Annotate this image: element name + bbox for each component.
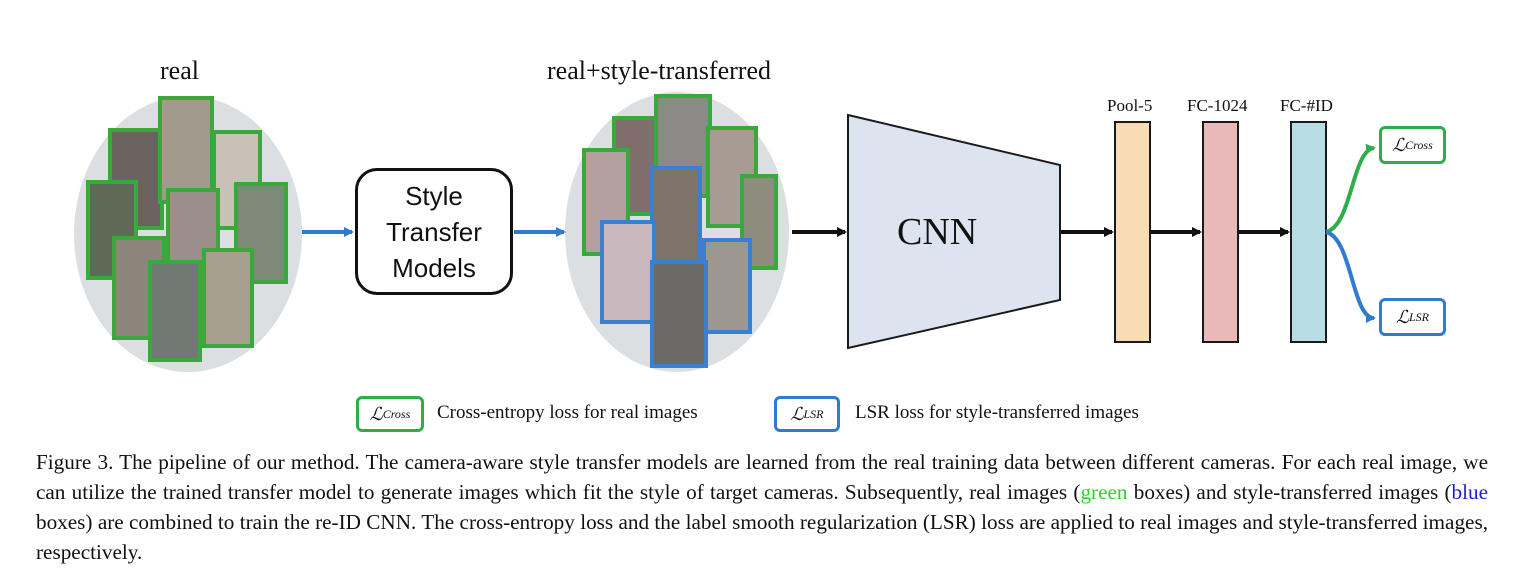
branch-to-lsr-loss xyxy=(1325,230,1376,323)
fc1024-title: FC-1024 xyxy=(1187,96,1248,115)
style-transfer-models-box: Style Transfer Models xyxy=(355,168,513,295)
real-images-cluster xyxy=(74,96,302,372)
stm-line-1: Style xyxy=(405,180,463,211)
caption-part-2: boxes) and style-transferred images ( xyxy=(1127,480,1452,504)
branch-to-cross-loss xyxy=(1325,143,1376,234)
legend-cross-text: Cross-entropy loss for real images xyxy=(437,402,698,423)
real-group-title: real xyxy=(160,56,199,85)
lsr-loss-subscript: LSR xyxy=(1408,309,1429,324)
lsr-loss-symbol: ℒ xyxy=(1396,306,1409,328)
fcid-title: FC-#ID xyxy=(1280,96,1333,115)
fc1024-layer xyxy=(1202,121,1239,343)
caption-part-3: boxes) are combined to train the re-ID C… xyxy=(36,510,1488,564)
transferred-images-cluster xyxy=(565,92,789,372)
cnn-label: CNN xyxy=(897,211,978,253)
stm-line-3: Models xyxy=(392,252,476,283)
fcid-layer xyxy=(1290,121,1327,343)
cross-loss-subscript: Cross xyxy=(1405,137,1433,152)
transferred-group-title: real+style-transferred xyxy=(547,56,771,85)
figure-caption: Figure 3. The pipeline of our method. Th… xyxy=(36,447,1488,567)
cnn-block xyxy=(847,113,1061,350)
caption-blue-word: blue xyxy=(1451,480,1488,504)
pool5-title: Pool-5 xyxy=(1107,96,1153,115)
legend-lsr-subscript: LSR xyxy=(803,406,824,421)
caption-green-word: green xyxy=(1080,480,1128,504)
legend-cross-symbol: ℒ xyxy=(369,403,383,425)
caption-part-1: Figure 3. The pipeline of our method. Th… xyxy=(36,450,1488,504)
legend-lsr-text: LSR loss for style-transferred images xyxy=(855,402,1139,423)
legend-lsr-symbol: ℒ xyxy=(790,403,804,425)
cross-loss-symbol: ℒ xyxy=(1392,134,1406,156)
pool5-layer xyxy=(1114,121,1151,343)
stm-line-2: Transfer xyxy=(386,216,482,247)
legend-cross-subscript: Cross xyxy=(382,406,411,421)
